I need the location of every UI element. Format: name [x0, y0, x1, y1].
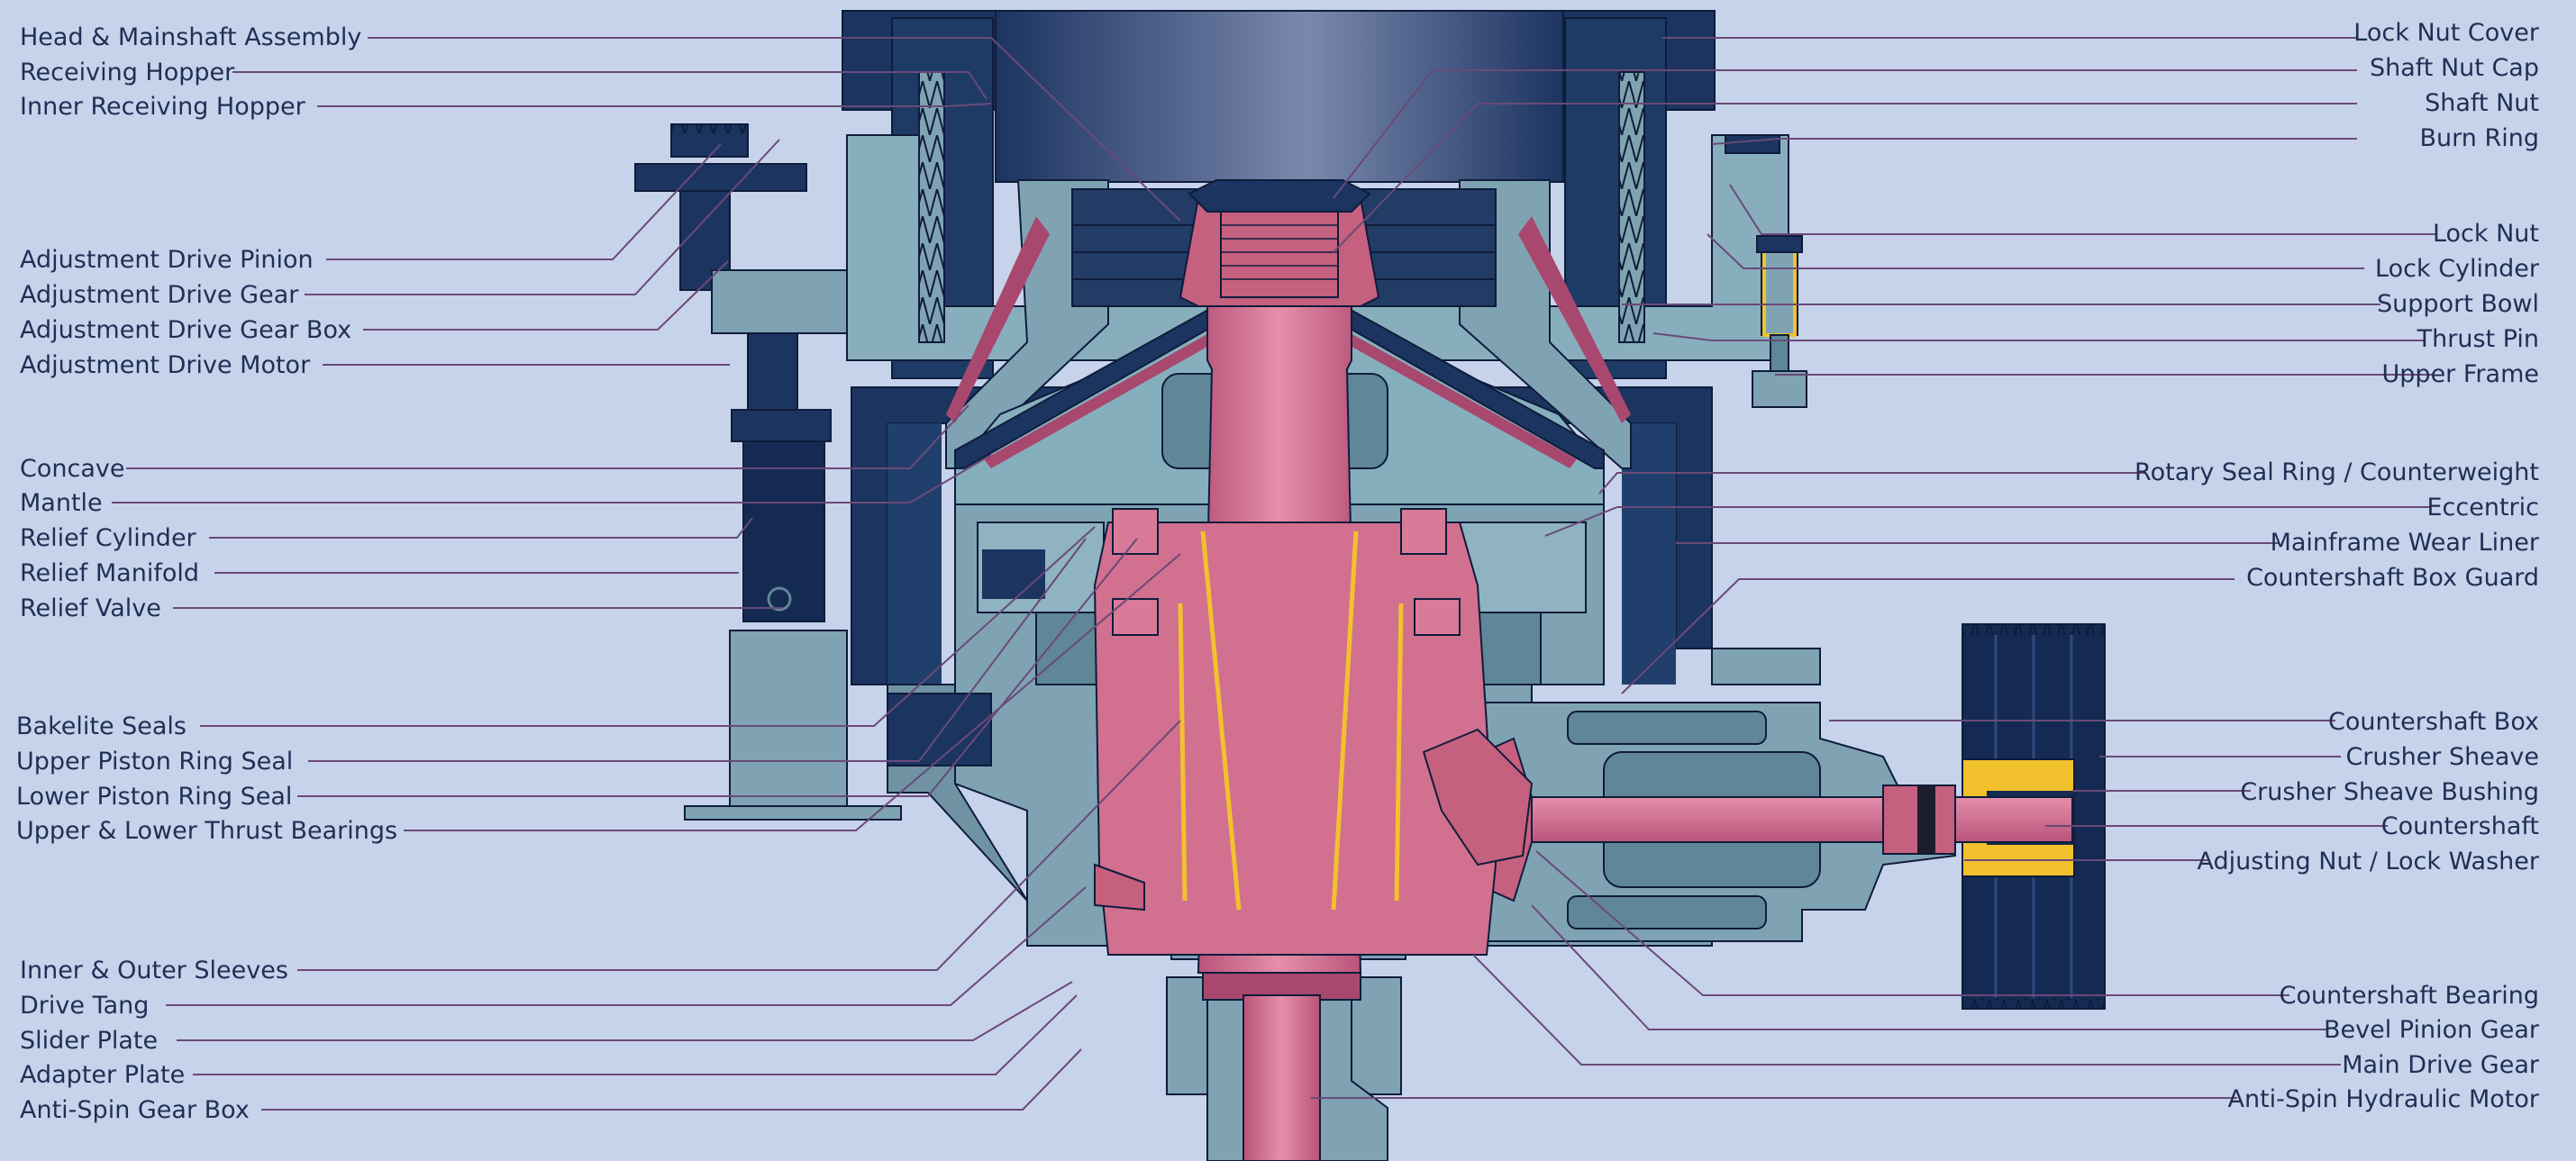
- label-adjustment-drive-pinion: Adjustment Drive Pinion: [20, 246, 314, 274]
- label-drive-tang: Drive Tang: [20, 992, 149, 1020]
- label-adjustment-drive-gear-box: Adjustment Drive Gear Box: [20, 316, 351, 344]
- label-mainframe-wear-liner: Mainframe Wear Liner: [2271, 529, 2540, 557]
- label-slider-plate: Slider Plate: [20, 1027, 158, 1055]
- label-countershaft-bearing: Countershaft Bearing: [2280, 982, 2539, 1010]
- label-upper-lower-thrust-bearings: Upper & Lower Thrust Bearings: [16, 817, 397, 845]
- label-relief-valve: Relief Valve: [20, 594, 161, 622]
- right-labels: Lock Nut Cover Shaft Nut Cap Shaft Nut B…: [2135, 19, 2540, 1113]
- left-labels: Head & Mainshaft Assembly Receiving Hopp…: [16, 23, 397, 1124]
- label-lock-nut: Lock Nut: [2433, 220, 2539, 248]
- label-upper-piston-ring-seal: Upper Piston Ring Seal: [16, 748, 293, 776]
- label-countershaft-box-guard: Countershaft Box Guard: [2246, 564, 2539, 592]
- label-lock-cylinder: Lock Cylinder: [2375, 255, 2540, 283]
- label-relief-cylinder: Relief Cylinder: [20, 524, 197, 552]
- lower-assembly: [1166, 972, 1402, 1161]
- lock-cylinder: [1725, 134, 1807, 408]
- label-countershaft: Countershaft: [2381, 812, 2539, 840]
- label-shaft-nut: Shaft Nut: [2425, 89, 2539, 117]
- label-lower-piston-ring-seal: Lower Piston Ring Seal: [16, 783, 292, 811]
- label-anti-spin-gear-box: Anti-Spin Gear Box: [20, 1096, 250, 1124]
- label-thrust-pin: Thrust Pin: [2417, 325, 2539, 353]
- label-relief-manifold: Relief Manifold: [20, 559, 199, 587]
- label-inner-outer-sleeves: Inner & Outer Sleeves: [20, 957, 288, 984]
- label-shaft-nut-cap: Shaft Nut Cap: [2370, 54, 2539, 82]
- label-upper-frame: Upper Frame: [2382, 360, 2539, 388]
- label-support-bowl: Support Bowl: [2377, 290, 2539, 318]
- label-crusher-sheave-bushing: Crusher Sheave Bushing: [2240, 778, 2539, 806]
- label-crusher-sheave: Crusher Sheave: [2345, 743, 2539, 771]
- label-rotary-seal-ring-counterweight: Rotary Seal Ring / Counterweight: [2135, 458, 2539, 486]
- label-countershaft-box: Countershaft Box: [2328, 708, 2539, 736]
- label-main-drive-gear: Main Drive Gear: [2342, 1051, 2540, 1079]
- leader-lines: [112, 37, 2437, 1111]
- eccentric-head: [1093, 508, 1534, 956]
- label-eccentric: Eccentric: [2426, 494, 2539, 522]
- label-mantle: Mantle: [20, 489, 103, 517]
- label-lock-nut-cover: Lock Nut Cover: [2353, 19, 2540, 47]
- label-adjustment-drive-motor: Adjustment Drive Motor: [20, 351, 311, 379]
- label-concave: Concave: [20, 455, 124, 483]
- label-head-mainshaft-assembly: Head & Mainshaft Assembly: [20, 23, 361, 51]
- label-bakelite-seals: Bakelite Seals: [16, 712, 187, 740]
- label-adjustment-drive-gear: Adjustment Drive Gear: [20, 281, 299, 309]
- label-burn-ring: Burn Ring: [2420, 124, 2539, 152]
- label-anti-spin-hydraulic-motor: Anti-Spin Hydraulic Motor: [2227, 1085, 2539, 1113]
- label-inner-receiving-hopper: Inner Receiving Hopper: [20, 93, 306, 121]
- label-receiving-hopper: Receiving Hopper: [20, 59, 235, 86]
- label-adapter-plate: Adapter Plate: [20, 1061, 185, 1089]
- label-bevel-pinion-gear: Bevel Pinion Gear: [2324, 1016, 2540, 1044]
- label-adjusting-nut-lock-washer: Adjusting Nut / Lock Washer: [2198, 848, 2540, 875]
